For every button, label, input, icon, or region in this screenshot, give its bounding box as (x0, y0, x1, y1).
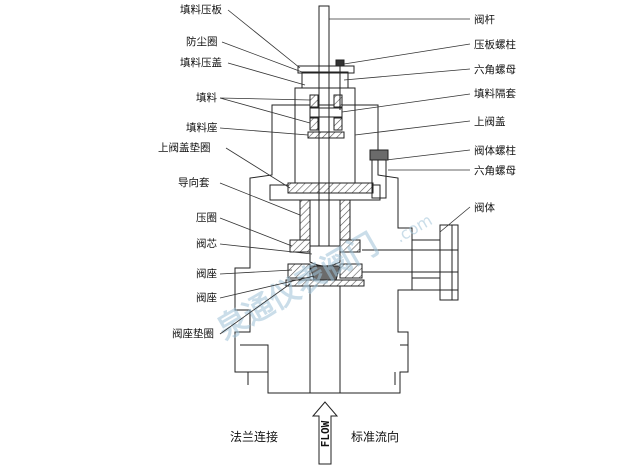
caption-flange-connection: 法兰连接 (230, 429, 278, 444)
flow-label: FLOW (319, 420, 332, 447)
label-packing-seat: 填料座 (186, 121, 218, 134)
leader-bonnet-gasket (225, 147, 291, 189)
leader-bonnet (354, 120, 471, 136)
packing-ring-1 (309, 94, 319, 108)
label-hex-nut-2: 六角螺母 (474, 165, 516, 177)
right-leaders (329, 18, 471, 233)
leader-valve-seat-1 (219, 269, 293, 275)
valve-seat-right (339, 263, 363, 279)
leader-packing-seat (219, 127, 309, 136)
valve-body-outline (234, 104, 459, 394)
packing-ring-2 (333, 94, 343, 108)
right-labels: 阀杆 压板螺柱 六角螺母 填料隔套 上阀盖 阀体螺柱 六角螺母 阀体 (474, 13, 516, 214)
clamp-ring-left (289, 239, 311, 253)
flow-arrow: FLOW (311, 401, 339, 465)
body-stud-shape (371, 157, 387, 199)
leader-valve-seat-2 (219, 275, 315, 299)
leader-packing-gland (227, 62, 306, 86)
label-valve-body: 阀体 (474, 201, 495, 214)
packing-seat-shape (307, 131, 345, 139)
packing-ring-3 (309, 117, 319, 131)
leader-gland-stud (343, 43, 471, 65)
trim (285, 199, 458, 393)
bonnet-gasket-shape (287, 182, 374, 194)
packing-spacer-shape (309, 107, 343, 118)
label-valve-plug: 阀芯 (196, 237, 217, 250)
leader-packing-gland-plate (227, 9, 301, 69)
leader-valve-plug (219, 243, 313, 255)
body-nut-shape (369, 149, 389, 161)
label-guide-sleeve: 导向套 (178, 176, 210, 189)
leader-seat-gasket (219, 283, 291, 335)
seat-gasket-shape (285, 279, 365, 287)
bottom-flange (240, 344, 408, 372)
label-packing-spacer: 填料隔套 (474, 87, 516, 100)
leader-dust-ring (221, 41, 303, 73)
flow-arrow-icon (311, 401, 339, 465)
label-packing-gland-plate: 填料压板 (180, 3, 222, 16)
label-bonnet-gasket: 上阀盖垫圈 (158, 141, 211, 154)
leader-clamp-ring (219, 217, 293, 247)
leader-guide-sleeve (219, 182, 301, 216)
label-dust-ring: 防尘圈 (186, 35, 218, 48)
label-bonnet: 上阀盖 (474, 115, 506, 128)
label-clamp-ring: 压圈 (196, 212, 217, 224)
leader-packing-spacer (341, 93, 471, 113)
label-gland-stud: 压板螺柱 (474, 38, 516, 51)
gland-plate-shape (297, 65, 355, 74)
valve-seat-left (287, 263, 311, 279)
label-seat-gasket: 阀座垫圈 (172, 327, 214, 340)
packing-ring-4 (333, 117, 343, 131)
label-body-stud: 阀体螺柱 (474, 144, 516, 157)
gland-nut-shape (335, 59, 345, 67)
leader-hex-nut-1 (343, 68, 471, 81)
left-labels: 填料压板 防尘圈 填料压盖 填料 填料座 上阀盖垫圈 导向套 压圈 阀芯 阀座 … (158, 3, 222, 340)
left-leaders (219, 9, 315, 335)
valve-stem-shape (318, 5, 330, 247)
label-hex-nut-1: 六角螺母 (474, 64, 516, 76)
leader-body-stud (385, 149, 471, 161)
label-packing: 填料 (196, 91, 217, 104)
label-valve-seat-2: 阀座 (196, 291, 217, 304)
caption-standard-flow-direction: 标准流向 (351, 429, 399, 444)
label-valve-stem: 阀杆 (474, 13, 495, 26)
leader-packing (219, 97, 311, 124)
leader-valve-body (439, 206, 471, 233)
packing-gland-shape (301, 71, 349, 89)
valve-body (234, 104, 459, 394)
label-valve-seat-1: 阀座 (196, 267, 217, 280)
label-packing-gland: 填料压盖 (180, 56, 222, 69)
bonnet-outline (269, 87, 381, 201)
